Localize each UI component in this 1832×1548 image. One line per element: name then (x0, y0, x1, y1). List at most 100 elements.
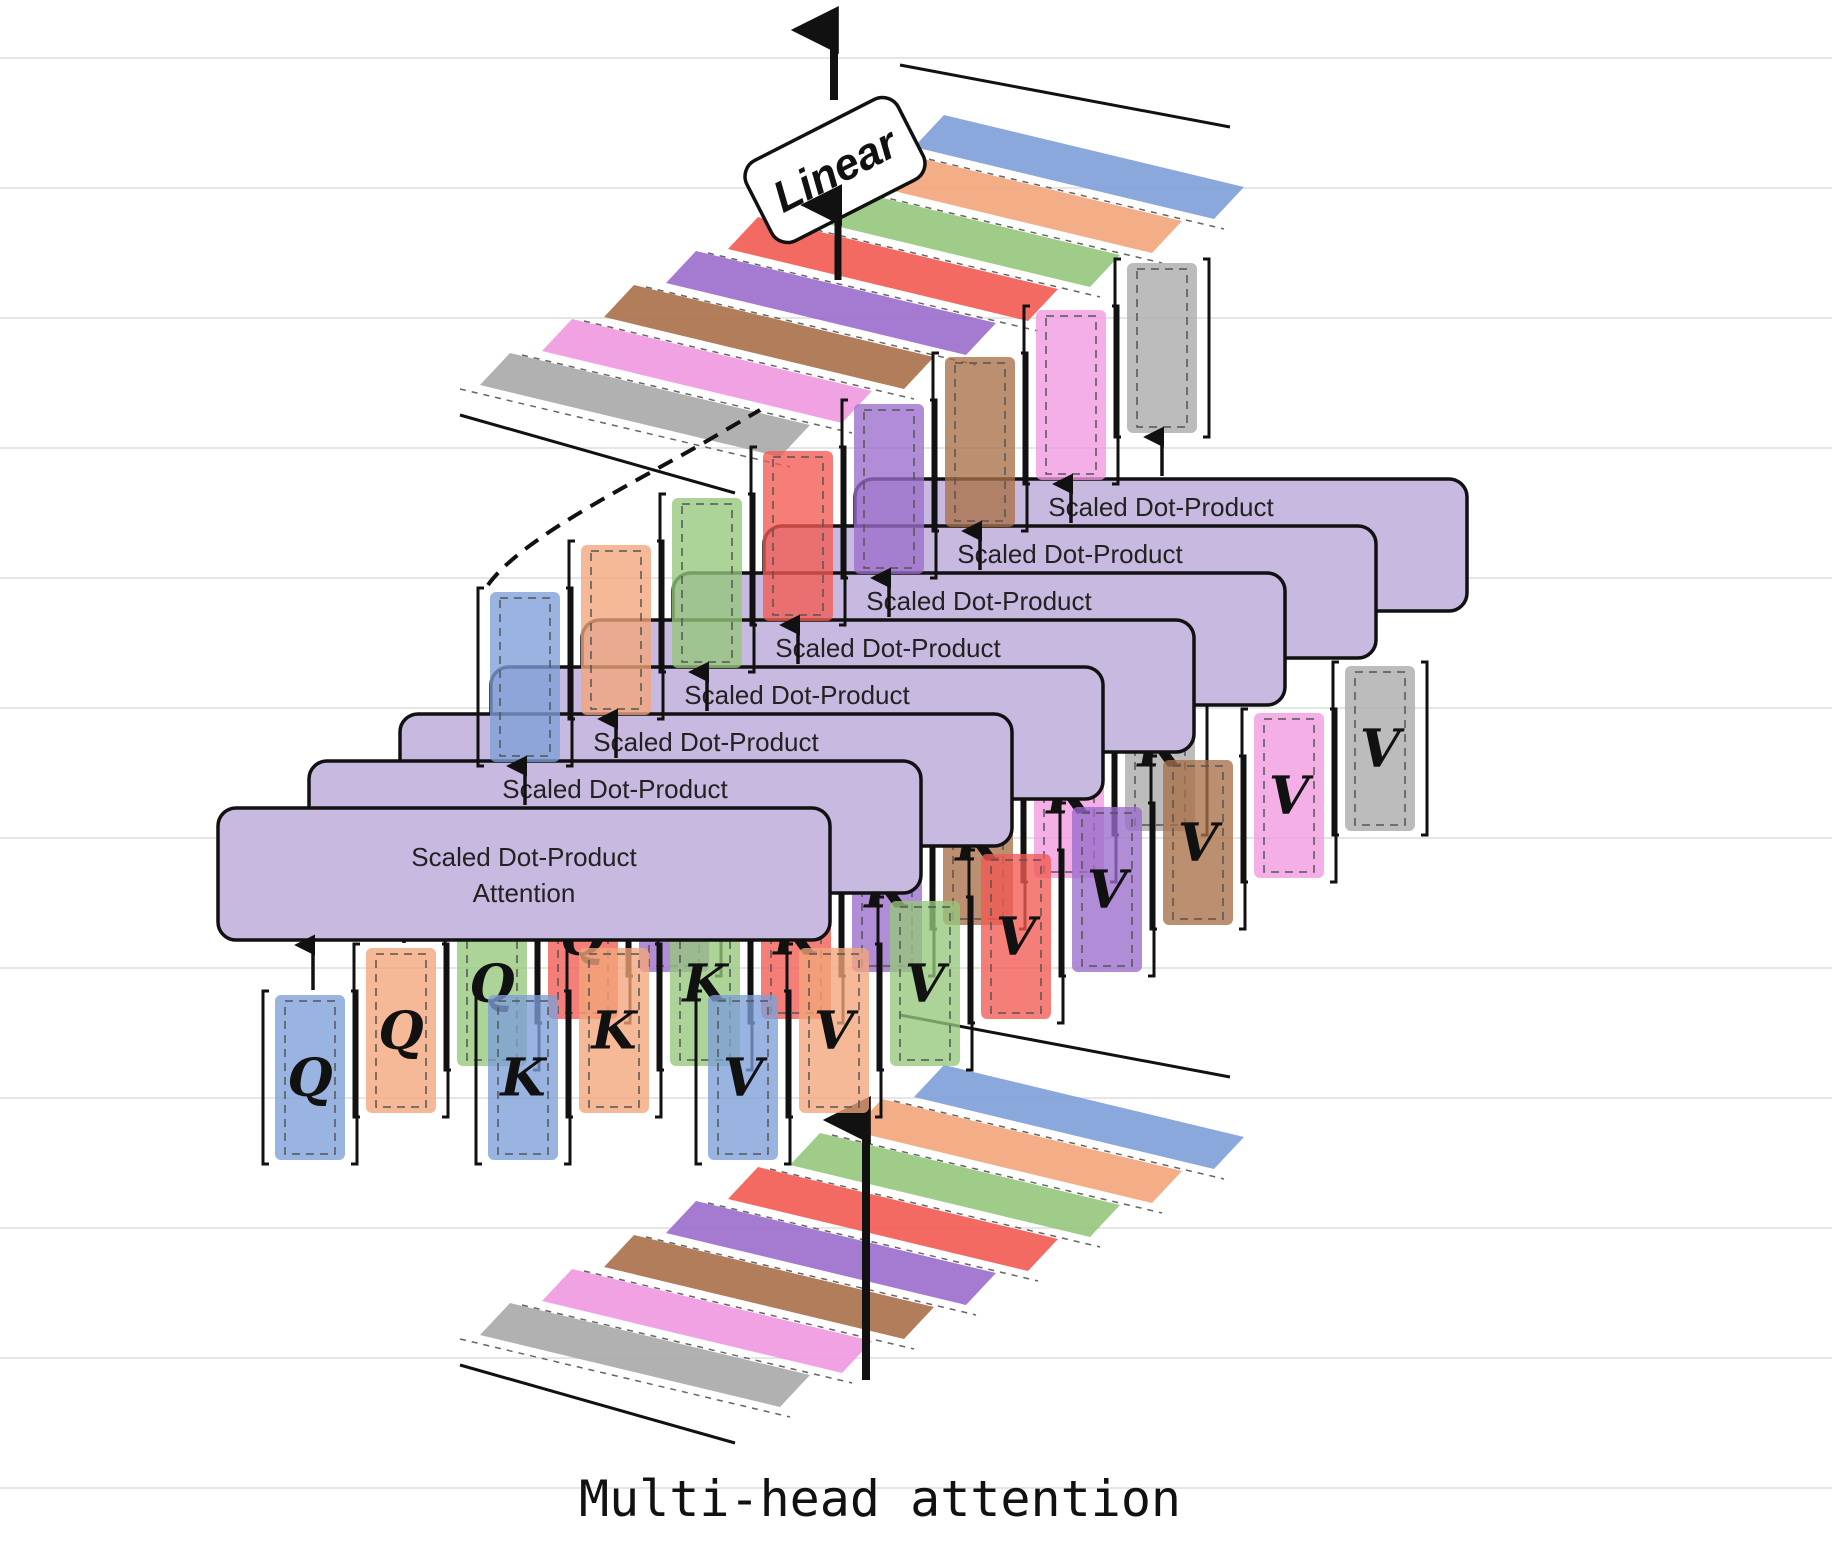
head-1-v-matrix-fill (708, 995, 778, 1160)
output-token-strip-brown (604, 285, 934, 389)
head-4-output-matrix-fill (763, 451, 833, 621)
head-2-output-matrix-fill (581, 545, 651, 715)
input-token-divider (583, 1270, 915, 1350)
concat-output-stack (459, 63, 1244, 495)
head-7-v-matrix-cells (1263, 718, 1315, 873)
head-6-output-matrix-right-bracket (1021, 351, 1029, 533)
head-8-output-matrix-fill (1127, 263, 1197, 433)
head-1-v-matrix-right-bracket (784, 989, 792, 1166)
output-stack-frame (459, 63, 1231, 495)
head-7-output-matrix-right-bracket (1112, 304, 1120, 486)
output-token-divider (707, 252, 1039, 332)
head-7-output-matrix (1022, 304, 1120, 486)
head-1-k-matrix-right-bracket (564, 989, 572, 1166)
head-2-v-matrix-cells (808, 953, 860, 1108)
head-2-v-matrix-fill (799, 948, 869, 1113)
output-token-strip-orange (852, 149, 1182, 253)
input-token-divider (831, 1134, 1163, 1214)
head-2-output-matrix (567, 539, 665, 721)
head-5-attention-box-label: Scaled Dot-Product (775, 633, 1001, 663)
head-3-v-matrix-cells (899, 906, 951, 1061)
front-box-label-line2: Attention (473, 878, 576, 908)
input-token-divider (459, 1338, 791, 1418)
head-2-q-matrix: Q (352, 942, 450, 1119)
input-token-strip-gray (480, 1303, 810, 1407)
head-1-v-matrix-left-bracket (694, 989, 702, 1166)
head-8-v-matrix-right-bracket (1421, 660, 1429, 837)
head-2-v-matrix-right-bracket (875, 942, 883, 1119)
head-3-output-matrix (658, 492, 756, 674)
input-token-strip-green (790, 1133, 1120, 1237)
head-2-q-matrix-fill (366, 948, 436, 1113)
head-1-v-matrix-label: V (723, 1048, 768, 1109)
input-token-strip-brown (604, 1235, 934, 1339)
input-token-strip-pink (542, 1269, 872, 1373)
head-4-output-matrix-right-bracket (839, 445, 847, 627)
output-token-divider (459, 388, 791, 468)
head-8-attention-box-label: Scaled Dot-Product (1048, 492, 1274, 522)
head-2-q-matrix-cells (375, 953, 427, 1108)
head-7-v-matrix-label: V (1269, 766, 1314, 827)
output-token-strip-pink (542, 319, 872, 423)
diagram-caption: Multi-head attention (578, 1470, 1182, 1528)
head-2-output-matrix-right-bracket (657, 539, 665, 721)
head-8-output-matrix-cells (1136, 268, 1188, 428)
head-6-v-matrix-right-bracket (1239, 754, 1247, 931)
head-4-v-matrix-right-bracket (1057, 848, 1065, 1025)
head-5-v-matrix-fill (1072, 807, 1142, 972)
head-2-k-matrix-label: K (589, 1001, 638, 1062)
head-6-output-matrix (931, 351, 1029, 533)
head-8-v-matrix-fill (1345, 666, 1415, 831)
input-token-stack (459, 1013, 1244, 1445)
front-box-label-line1: Scaled Dot-Product (411, 842, 637, 872)
head-2-v-matrix-label: V (814, 1001, 859, 1062)
output-token-divider (645, 286, 977, 366)
head-1-output-matrix (476, 586, 574, 768)
head-5-output-matrix-cells (863, 409, 915, 569)
head-3-output-matrix-cells (681, 503, 733, 663)
head-5-output-matrix-fill (854, 404, 924, 574)
head-6-output-matrix-cells (954, 362, 1006, 522)
head-4-v-matrix-label: V (996, 907, 1041, 968)
head-1-q-matrix-right-bracket (351, 989, 359, 1166)
output-token-divider (831, 184, 1163, 264)
head-3-output-matrix-right-bracket (748, 492, 756, 674)
input-token-divider (893, 1100, 1225, 1180)
head-7-v-matrix-right-bracket (1330, 707, 1338, 884)
head-2-k-matrix-right-bracket (655, 942, 663, 1119)
head-1-q-matrix-cells (284, 1000, 336, 1155)
head-3-v-matrix-right-bracket (966, 895, 974, 1072)
head-8-output-matrix (1113, 257, 1211, 439)
input-token-strip-orange (852, 1099, 1182, 1203)
head-4-v-matrix-fill (981, 854, 1051, 1019)
head-7-output-matrix-fill (1036, 310, 1106, 480)
head-7-v-matrix: V (1240, 707, 1338, 884)
head-1-k-matrix-left-bracket (474, 989, 482, 1166)
head-5-v-matrix-right-bracket (1148, 801, 1156, 978)
head-1-q-matrix: Q (261, 989, 359, 1166)
head-1-output-matrix-left-bracket (476, 586, 484, 768)
head-4-output-matrix (749, 445, 847, 627)
head-1-output-matrix-cells (499, 597, 551, 757)
head-5-output-matrix-right-bracket (930, 398, 938, 580)
head-4-output-matrix-cells (772, 456, 824, 616)
output-token-divider (893, 150, 1225, 230)
head-8-v-matrix: V (1331, 660, 1429, 837)
head-3-k-matrix-cells (679, 906, 731, 1061)
head-2-k-matrix-cells (588, 953, 640, 1108)
head-3-v-matrix-fill (890, 901, 960, 1066)
head-1-v-matrix-cells (717, 1000, 769, 1155)
output-token-strip-green (790, 183, 1120, 287)
head-8-output-matrix-right-bracket (1203, 257, 1211, 439)
output-token-divider (521, 354, 853, 434)
head-3-v-matrix: V (876, 895, 974, 1072)
head-2-q-matrix-label: Q (378, 1001, 423, 1062)
head-1-q-matrix-fill (275, 995, 345, 1160)
input-token-divider (707, 1202, 1039, 1282)
head-2-attention-box-label: Scaled Dot-Product (502, 774, 728, 804)
head-2-v-matrix: V (785, 942, 883, 1119)
head-5-v-matrix-label: V (1087, 860, 1132, 921)
head-1-q-matrix-left-bracket (261, 989, 269, 1166)
